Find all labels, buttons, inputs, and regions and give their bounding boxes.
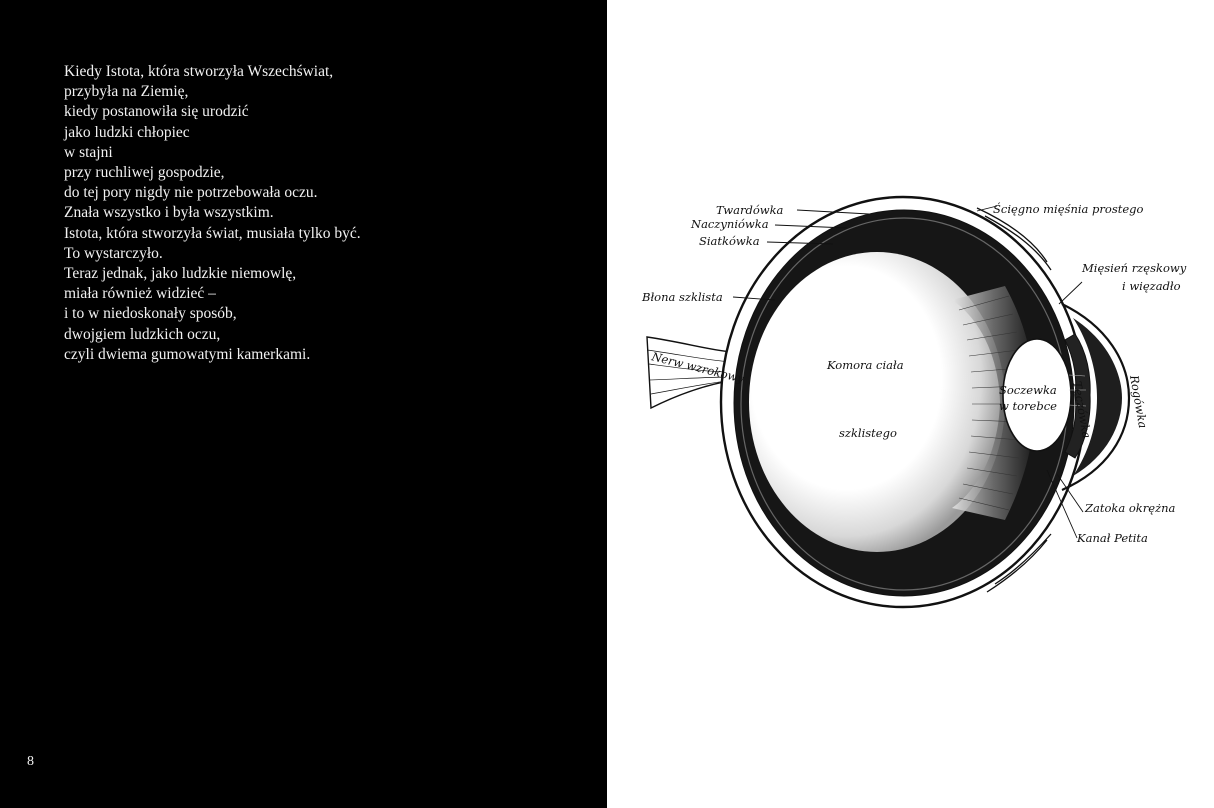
poem-line: miała również widzieć – — [64, 285, 216, 303]
iris — [1064, 333, 1091, 459]
cornea — [1061, 303, 1131, 492]
poem-line: kiedy postanowiła się urodzić — [64, 103, 249, 121]
poem-line: jako ludzki chłopiec — [64, 123, 190, 141]
vitreous-body — [749, 252, 1005, 552]
poem-line: Teraz jednak, jako ludzkie niemowlę, — [64, 265, 297, 283]
poem-line: dwojgiem ludzkich oczu, — [64, 325, 221, 343]
poem-line: Istota, która stworzyła świat, musiała t… — [64, 224, 361, 242]
poem-line: Znała wszystko i była wszystkim. — [64, 204, 274, 222]
label-vitreous-2: szklistego — [839, 426, 897, 440]
lens — [1002, 338, 1072, 452]
label-choroid: Naczyniówka — [690, 217, 769, 231]
label-ciliary-1: Mięsień rzęskowy — [1081, 261, 1187, 275]
poem-line: do tej pory nigdy nie potrzebowała oczu. — [64, 184, 318, 202]
label-hyaloid-membrane: Błona szklista — [641, 290, 723, 304]
poem-line: i to w niedoskonały sposób, — [64, 305, 237, 323]
label-sclera: Twardówka — [716, 203, 784, 217]
ciliary-zone — [952, 286, 1035, 520]
poem-line: Kiedy Istota, która stworzyła Wszechświa… — [64, 63, 334, 80]
label-lens-2: w torebce — [999, 399, 1057, 413]
left-page: Kiedy Istota, która stworzyła Wszechświa… — [0, 0, 607, 808]
eye-anatomy-diagram: Twardówka Naczyniówka Siatkówka Błona sz… — [641, 195, 1187, 609]
label-vitreous-1: Komora ciała — [826, 358, 904, 372]
poem-line: To wystarczyło. — [64, 244, 163, 262]
label-sinus: Zatoka okrężna — [1084, 501, 1176, 515]
page-number: 8 — [27, 754, 34, 769]
label-rectus-tendon: Ścięgno mięśnia prostego — [993, 202, 1144, 216]
rectus-tendon — [976, 207, 1052, 271]
label-petit-canal: Kanał Petita — [1076, 531, 1148, 545]
right-page: Twardówka Naczyniówka Siatkówka Błona sz… — [607, 0, 1214, 808]
label-lens-1: Soczewka — [999, 383, 1057, 397]
label-retina: Siatkówka — [699, 234, 760, 248]
rectus-tendon-lower — [986, 533, 1052, 593]
poem-line: przy ruchliwej gospodzie, — [64, 164, 225, 182]
label-cornea: Rogówka — [1127, 373, 1150, 429]
poem: Kiedy Istota, która stworzyła Wszechświa… — [64, 62, 361, 365]
poem-line: przybyła na Ziemię, — [64, 83, 189, 101]
poem-line: czyli dwiema gumowatymi kamerkami. — [64, 345, 311, 363]
label-ciliary-2: i więzadło — [1122, 279, 1181, 293]
leader-lines — [732, 205, 1084, 539]
anterior-chamber — [1073, 318, 1122, 476]
poem-line: w stajni — [64, 143, 113, 161]
